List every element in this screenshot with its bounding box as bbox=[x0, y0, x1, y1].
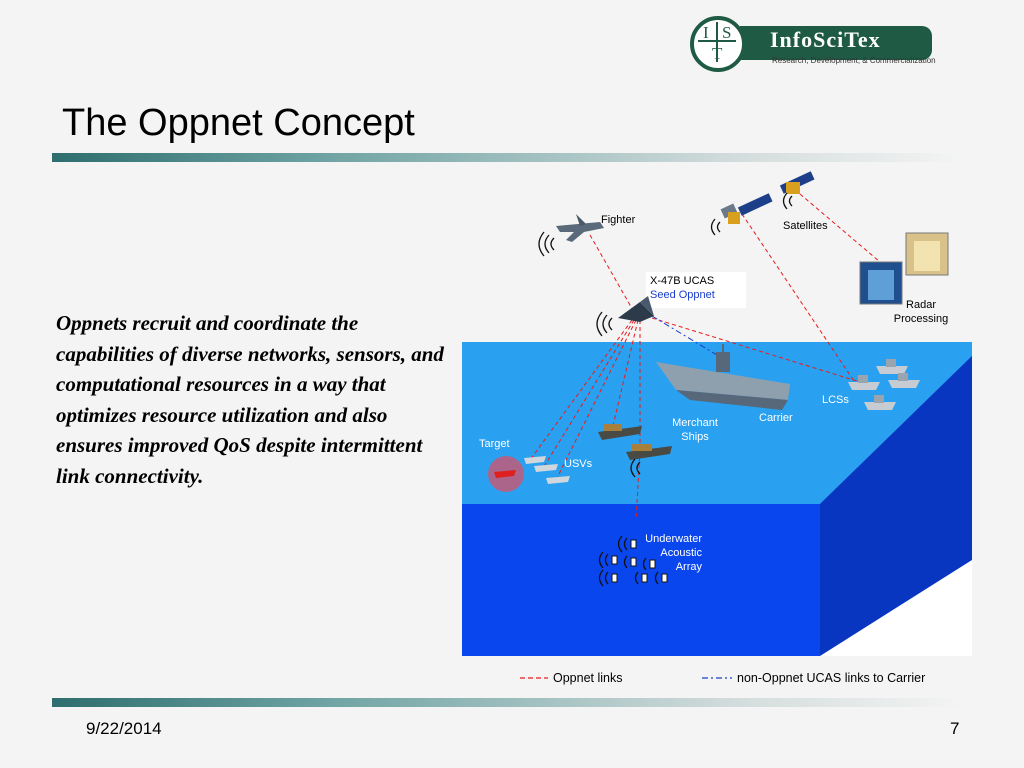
logo-letter-t: T bbox=[712, 44, 723, 63]
logo-divider-vertical bbox=[716, 22, 718, 62]
oppnet-link bbox=[799, 193, 881, 263]
logo-tagline: Research, Development, & Commercializati… bbox=[772, 56, 936, 65]
legend-non-oppnet-label: non-Oppnet UCAS links to Carrier bbox=[737, 671, 925, 685]
ocean-side bbox=[820, 356, 972, 656]
oppnet-diagram: Fighter Satellites Radar Processing X-47… bbox=[462, 171, 972, 685]
ucas-drone-icon bbox=[596, 296, 654, 337]
logo-letter-s: S bbox=[722, 23, 732, 42]
array-label-line3: Array bbox=[676, 561, 703, 573]
oppnet-links bbox=[529, 193, 881, 521]
radar-processing-image bbox=[859, 232, 949, 305]
page-number: 7 bbox=[950, 719, 960, 738]
legend: Oppnet links non-Oppnet UCAS links to Ca… bbox=[520, 671, 925, 685]
logo-ring bbox=[690, 16, 746, 72]
lcs-ships-icon bbox=[848, 359, 920, 410]
satellites-label: Satellites bbox=[783, 220, 828, 232]
radar-label-line1: Radar bbox=[906, 299, 936, 311]
logo-divider-horizontal bbox=[698, 40, 736, 42]
oppnet-link bbox=[651, 317, 861, 383]
oppnet-link bbox=[741, 213, 857, 385]
title-divider bbox=[52, 153, 965, 162]
oppnet-link bbox=[555, 319, 637, 481]
array-label-line1: Underwater bbox=[645, 533, 702, 545]
oppnet-link bbox=[635, 449, 641, 521]
merchant-label-line2: Ships bbox=[681, 431, 709, 443]
merchant-ships-icon bbox=[598, 424, 672, 478]
footer-date: 9/22/2014 bbox=[86, 719, 162, 738]
carrier-label: Carrier bbox=[759, 412, 793, 424]
ucas-label-box bbox=[646, 272, 746, 308]
oppnet-link bbox=[589, 234, 635, 313]
oppnet-link bbox=[541, 319, 635, 471]
fighter-label: Fighter bbox=[601, 214, 636, 226]
usvs-label: USVs bbox=[564, 458, 593, 470]
fighter-icon bbox=[538, 214, 604, 257]
target-vessel-icon bbox=[494, 470, 516, 478]
logo-banner bbox=[740, 26, 932, 60]
ucas-label-line2: Seed Oppnet bbox=[650, 289, 715, 301]
body-text: Oppnets recruit and coordinate the capab… bbox=[56, 311, 444, 488]
oppnet-link bbox=[529, 319, 633, 461]
array-label-line2: Acoustic bbox=[660, 547, 702, 559]
legend-oppnet-label: Oppnet links bbox=[553, 671, 622, 685]
carrier-icon bbox=[656, 344, 790, 410]
satellite-icon bbox=[710, 193, 773, 236]
oppnet-link bbox=[611, 319, 639, 431]
merchant-label-line1: Merchant bbox=[672, 417, 718, 429]
slide-title: The Oppnet Concept bbox=[62, 102, 415, 144]
target-label: Target bbox=[479, 438, 510, 450]
satellite-icon bbox=[779, 171, 815, 210]
lcss-label: LCSs bbox=[822, 394, 849, 406]
logo-letter-i: I bbox=[703, 23, 709, 42]
ucas-label-line1: X-47B UCAS bbox=[650, 275, 714, 287]
usv-icon bbox=[524, 456, 570, 484]
radar-label-line2: Processing bbox=[894, 313, 948, 325]
ocean-cutaway bbox=[820, 560, 972, 656]
footer-divider bbox=[52, 698, 965, 707]
logo-name: InfoSciTex bbox=[770, 27, 881, 52]
infoscitex-logo: I S T InfoSciTex Research, Development, … bbox=[690, 16, 940, 76]
acoustic-array-icon bbox=[598, 535, 668, 587]
